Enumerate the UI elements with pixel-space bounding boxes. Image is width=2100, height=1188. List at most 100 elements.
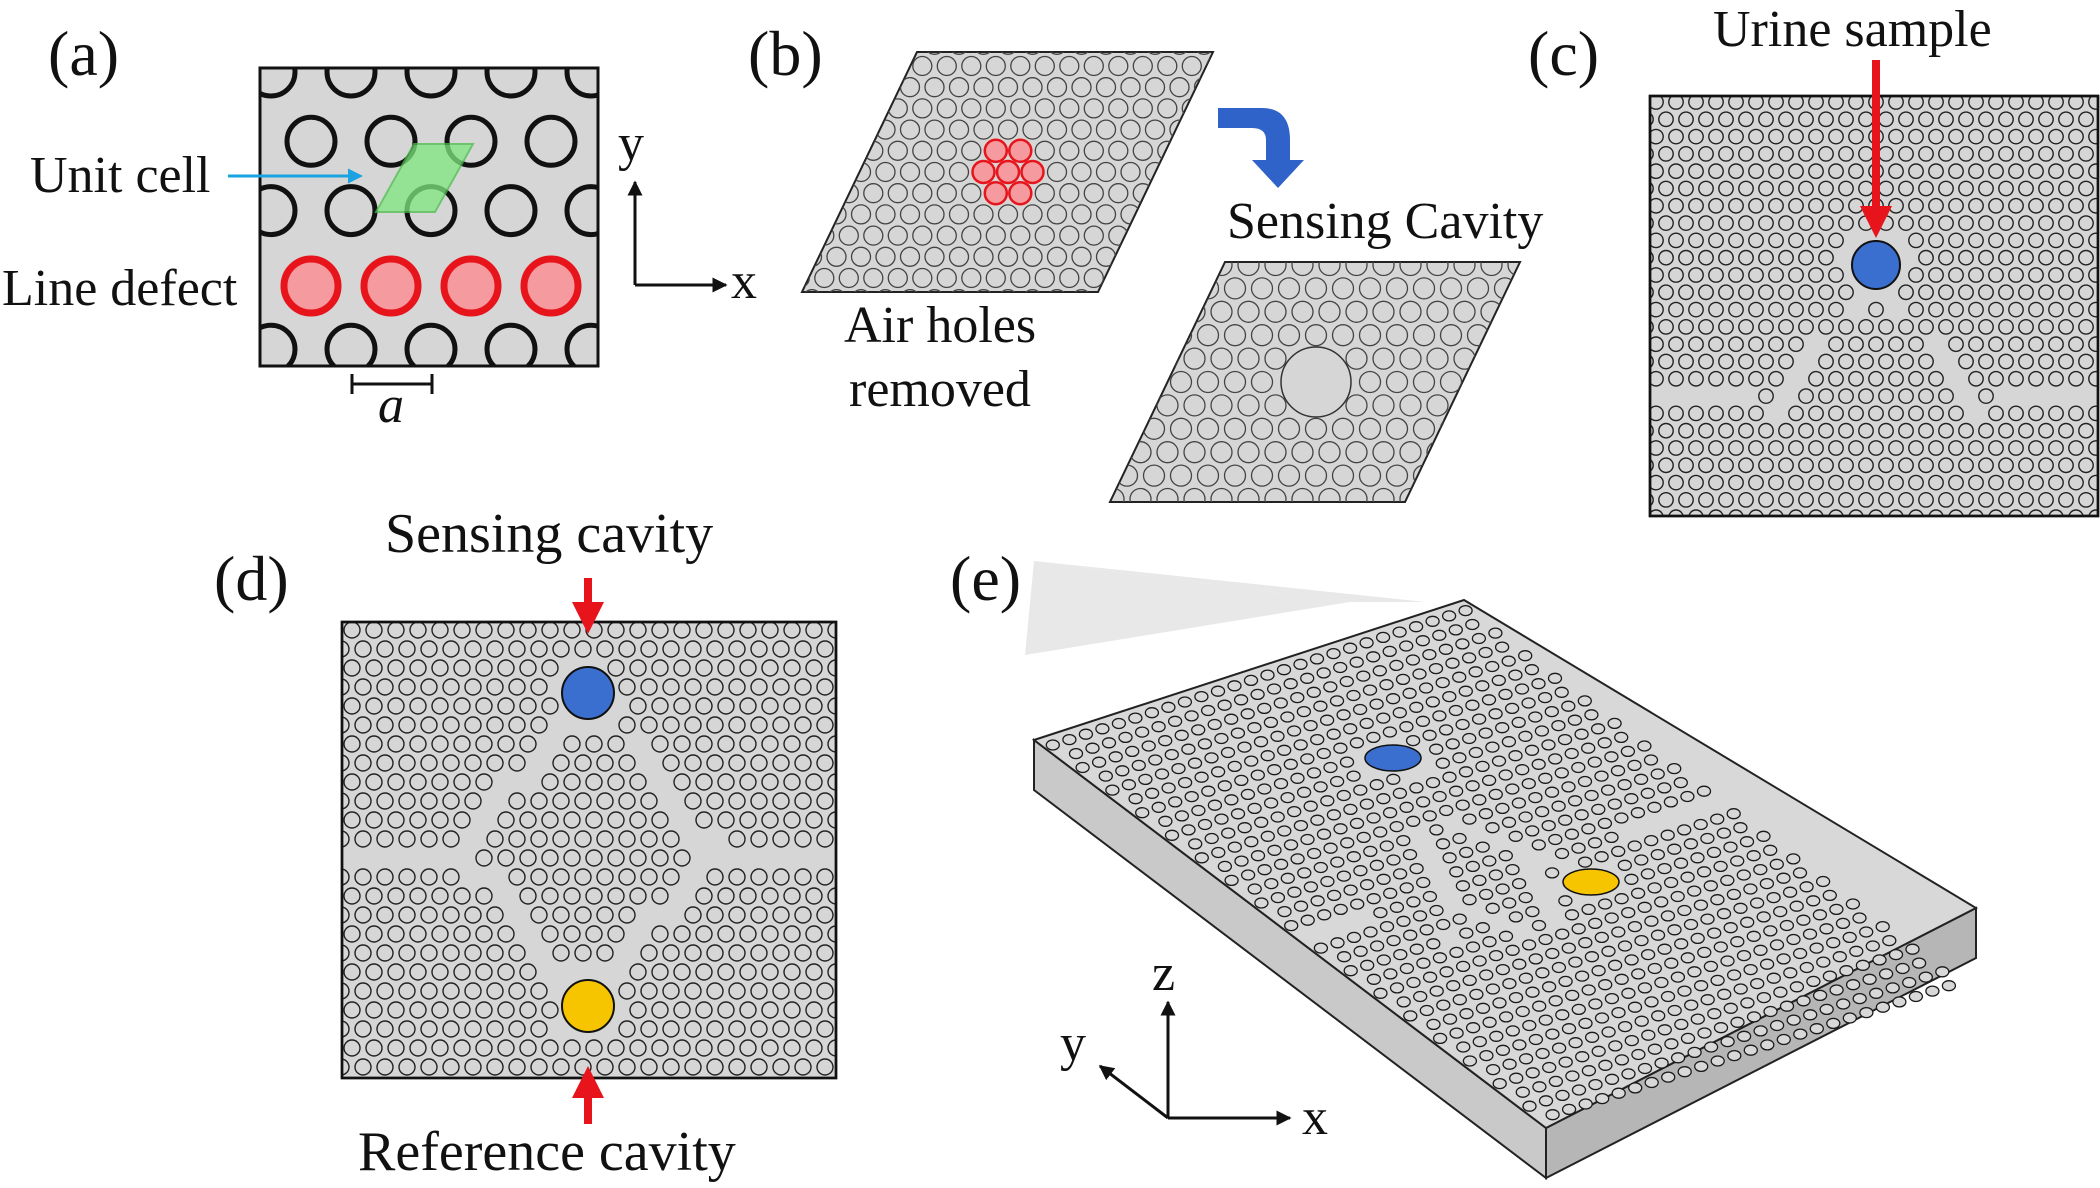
air-hole (1650, 768, 1665, 780)
air-hole (647, 187, 695, 235)
air-hole (728, 640, 746, 658)
air-hole (1095, 204, 1117, 225)
air-hole (899, 161, 921, 183)
air-hole (1758, 491, 1774, 508)
air-hole (524, 1077, 532, 1078)
air-hole (530, 792, 548, 810)
air-hole (1134, 726, 1150, 738)
air-hole (1629, 233, 1643, 247)
air-hole (2068, 197, 2084, 214)
air-hole (552, 1058, 570, 1076)
air-hole (1125, 745, 1140, 758)
air-hole (1323, 681, 1338, 693)
air-hole (1918, 971, 1933, 983)
air-hole (409, 697, 427, 715)
air-hole (486, 678, 504, 696)
air-hole (1574, 728, 1589, 740)
air-hole (1551, 800, 1566, 812)
air-hole (717, 622, 735, 639)
air-hole (1277, 905, 1292, 918)
air-hole (936, 98, 957, 119)
air-hole (1345, 262, 1368, 277)
air-hole (1522, 1100, 1537, 1112)
air-hole (1898, 457, 1914, 474)
air-hole (1309, 653, 1325, 665)
air-hole (1316, 747, 1331, 760)
air-hole (1353, 784, 1368, 796)
air-hole (1968, 370, 1984, 387)
air-hole (1778, 180, 1794, 197)
air-hole (816, 716, 834, 734)
air-hole (1726, 888, 1742, 901)
air-hole (1157, 183, 1178, 204)
air-hole (1495, 722, 1510, 734)
air-hole (1372, 394, 1395, 417)
air-hole (1888, 336, 1904, 353)
air-hole (1898, 491, 1914, 508)
air-hole (1581, 984, 1596, 996)
air-hole (1988, 370, 2004, 387)
air-hole (1449, 1027, 1464, 1039)
air-hole (1479, 1049, 1494, 1062)
air-hole (1868, 405, 1884, 422)
air-hole (1828, 301, 1844, 318)
air-hole (585, 773, 603, 791)
air-hole (1525, 905, 1540, 918)
air-hole (1928, 96, 1944, 110)
air-hole (1366, 893, 1381, 905)
air-hole (887, 140, 908, 161)
air-hole (1472, 874, 1487, 887)
air-hole (1630, 418, 1651, 439)
air-hole (1412, 370, 1436, 394)
air-hole (1591, 965, 1606, 977)
air-hole (1231, 57, 1250, 76)
air-hole (2048, 128, 2064, 145)
air-hole (1237, 394, 1260, 417)
air-hole (1555, 928, 1570, 940)
air-hole (936, 183, 957, 204)
air-hole (2018, 180, 2034, 197)
air-hole (343, 697, 361, 715)
air-hole (1696, 866, 1712, 878)
air-hole (985, 55, 1006, 77)
air-hole (1343, 803, 1358, 816)
air-hole (1501, 736, 1517, 748)
air-hole (728, 982, 746, 1000)
air-hole (1908, 301, 1924, 318)
air-hole (1988, 163, 2004, 180)
air-hole (1918, 145, 1934, 162)
air-hole (1888, 128, 1904, 145)
air-hole (1544, 786, 1560, 798)
air-hole (1068, 747, 1084, 760)
air-hole (640, 678, 658, 696)
air-hole (1728, 370, 1744, 387)
air-hole (1206, 225, 1213, 246)
air-hole (1507, 487, 1520, 502)
air-hole (1046, 204, 1068, 225)
air-hole (1399, 441, 1422, 464)
air-hole (2028, 336, 2044, 353)
air-hole (1948, 96, 1964, 110)
air-hole (739, 1039, 757, 1057)
air-hole (875, 161, 896, 183)
air-hole (497, 1001, 515, 1019)
air-hole (816, 906, 834, 924)
air-hole (1748, 128, 1764, 145)
air-hole (948, 289, 970, 292)
air-hole (376, 1058, 394, 1076)
air-hole (1507, 347, 1520, 370)
air-hole (2028, 197, 2044, 214)
air-hole (662, 982, 680, 1000)
air-hole (1035, 311, 1054, 330)
air-hole (1630, 278, 1651, 299)
air-hole (1888, 370, 1904, 387)
air-hole (850, 204, 872, 225)
air-hole (1808, 163, 1824, 180)
air-hole (1331, 277, 1355, 300)
air-hole (1535, 255, 1556, 276)
air-hole (1331, 417, 1355, 440)
air-hole (1453, 441, 1476, 464)
air-hole (1589, 348, 1610, 369)
air-hole (1629, 441, 1643, 455)
air-hole (409, 887, 427, 905)
